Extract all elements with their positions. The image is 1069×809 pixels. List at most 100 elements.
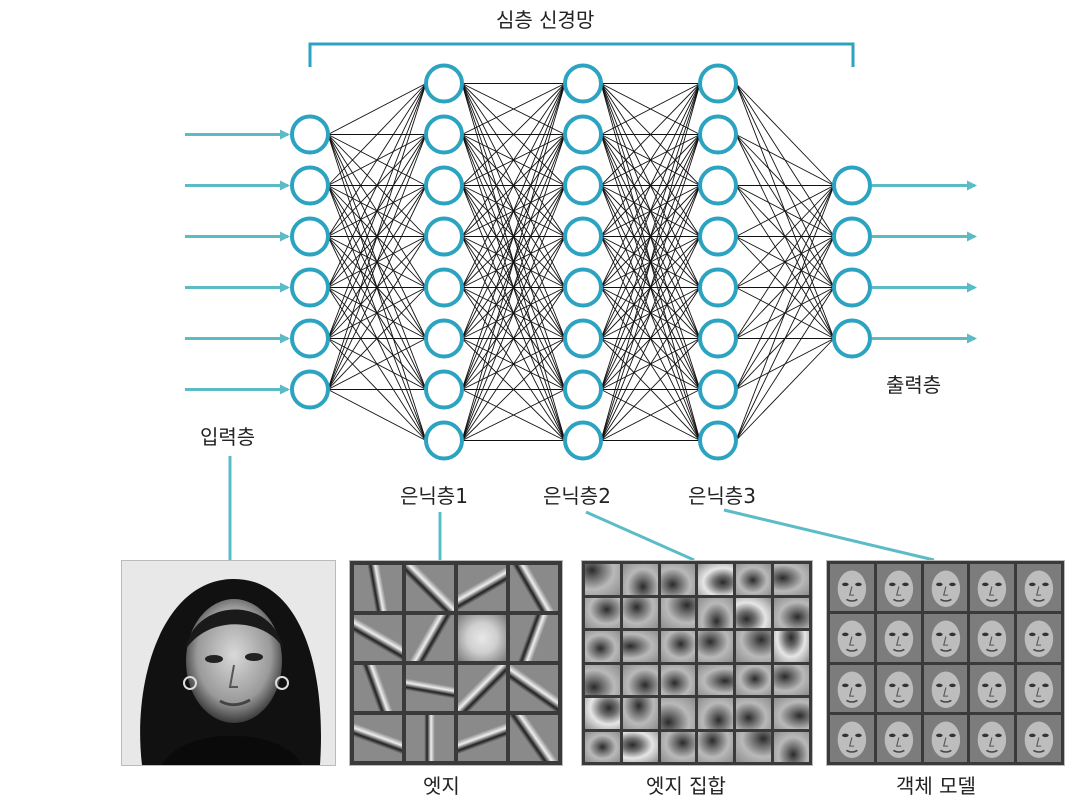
neuron-node bbox=[424, 369, 464, 410]
edge-set-cell bbox=[736, 664, 772, 695]
connection-edge bbox=[600, 83, 701, 288]
connection-edge bbox=[461, 83, 566, 288]
face-model-cell bbox=[970, 614, 1015, 662]
neuron-node bbox=[563, 267, 603, 308]
neuron-node bbox=[424, 267, 464, 308]
connection-edge bbox=[327, 287, 427, 390]
edge-filter-cell bbox=[354, 715, 402, 761]
neuron-node bbox=[290, 216, 330, 257]
edge-set-cell bbox=[774, 664, 809, 695]
connection-edge bbox=[327, 389, 427, 441]
connection-edge bbox=[461, 83, 566, 237]
hidden-layer-2-label: 은닉층2 bbox=[543, 484, 611, 508]
edge-set-features-image bbox=[581, 560, 813, 766]
edge-set-cell bbox=[774, 698, 809, 729]
connection-edge bbox=[600, 389, 701, 441]
connection-edge bbox=[600, 134, 701, 441]
edge-filter-cell bbox=[458, 665, 506, 711]
edge-filter-cell bbox=[354, 615, 402, 661]
connection-edge bbox=[600, 83, 701, 390]
edge-set-cell bbox=[622, 597, 658, 628]
edge-filter-cell bbox=[458, 615, 506, 661]
connection-edge bbox=[735, 185, 835, 441]
edge-filter-cell bbox=[510, 565, 558, 611]
neuron-node bbox=[290, 165, 330, 206]
face-model-cell bbox=[830, 564, 874, 612]
connection-edge bbox=[461, 83, 566, 390]
edge-set-cell bbox=[736, 564, 772, 595]
connection-edge bbox=[327, 83, 427, 135]
connection-edge bbox=[735, 236, 835, 441]
title-bracket bbox=[308, 42, 855, 67]
edge-set-cell bbox=[622, 631, 658, 662]
face-model-cell bbox=[970, 664, 1015, 712]
edge-set-cell bbox=[698, 631, 734, 662]
edge-filter-cell bbox=[406, 715, 454, 761]
edge-set-cell bbox=[736, 698, 772, 729]
connection-edge bbox=[600, 287, 701, 441]
connector-hidden3 bbox=[723, 508, 935, 562]
neuron-node bbox=[424, 63, 464, 104]
connection-edge bbox=[461, 185, 566, 441]
connection-edge bbox=[327, 338, 427, 390]
connection-edge bbox=[327, 236, 427, 390]
edge-filter-cell bbox=[510, 615, 558, 661]
connection-edge bbox=[735, 185, 835, 339]
connection-edge bbox=[600, 83, 701, 135]
neuron-node bbox=[424, 420, 464, 461]
neuron-node bbox=[563, 114, 603, 155]
neuron-node bbox=[832, 318, 872, 359]
edge-set-cell bbox=[622, 698, 658, 729]
caption-edge-set: 엣지 집합 bbox=[646, 774, 726, 798]
edge-filter-cell bbox=[510, 665, 558, 711]
edge-set-cell bbox=[736, 731, 772, 762]
connection-edge bbox=[600, 83, 701, 237]
neuron-node bbox=[698, 369, 738, 410]
face-model-cell bbox=[923, 564, 968, 612]
edge-filter-cell bbox=[354, 665, 402, 711]
output-layer-label: 출력층 bbox=[886, 373, 942, 397]
edge-set-cell bbox=[774, 731, 809, 762]
neuron-node bbox=[698, 63, 738, 104]
neuron-node bbox=[290, 318, 330, 359]
connection-edge bbox=[600, 236, 701, 441]
connection-edge bbox=[461, 83, 566, 186]
edge-set-cell bbox=[660, 731, 696, 762]
connection-edge bbox=[461, 83, 566, 339]
neuron-node bbox=[424, 165, 464, 206]
neuron-node bbox=[290, 267, 330, 308]
edge-set-cell bbox=[622, 731, 658, 762]
face-model-cell bbox=[1017, 564, 1061, 612]
connection-edge bbox=[327, 83, 427, 237]
neuron-node bbox=[832, 165, 872, 206]
neuron-nodes bbox=[290, 63, 872, 461]
connection-edge bbox=[735, 185, 835, 237]
connection-edge bbox=[461, 389, 566, 441]
edge-set-cell bbox=[585, 731, 620, 762]
edge-set-cell bbox=[736, 631, 772, 662]
edge-filter-cell bbox=[406, 565, 454, 611]
portrait-image bbox=[121, 560, 336, 766]
edge-filter-cell bbox=[354, 565, 402, 611]
io-arrows bbox=[185, 129, 977, 395]
connection-edge bbox=[327, 83, 427, 339]
edge-set-cell bbox=[622, 564, 658, 595]
face-model-cell bbox=[970, 564, 1015, 612]
edge-set-cell bbox=[622, 664, 658, 695]
hidden-layer-3-label: 은닉층3 bbox=[688, 484, 756, 508]
edge-set-cell bbox=[736, 597, 772, 628]
edge-set-cell bbox=[585, 564, 620, 595]
edge-set-cell bbox=[698, 564, 734, 595]
edge-filter-cell bbox=[458, 715, 506, 761]
face-model-cell bbox=[970, 714, 1015, 762]
connection-edge bbox=[461, 134, 566, 441]
face-model-cell bbox=[1017, 714, 1061, 762]
face-model-cell bbox=[876, 714, 921, 762]
edge-set-cell bbox=[698, 731, 734, 762]
connection-edge bbox=[600, 338, 701, 441]
neuron-node bbox=[563, 318, 603, 359]
connector-hidden2 bbox=[585, 510, 695, 562]
connection-edge bbox=[327, 83, 427, 186]
edge-filter-cell bbox=[406, 665, 454, 711]
neuron-node bbox=[424, 216, 464, 257]
